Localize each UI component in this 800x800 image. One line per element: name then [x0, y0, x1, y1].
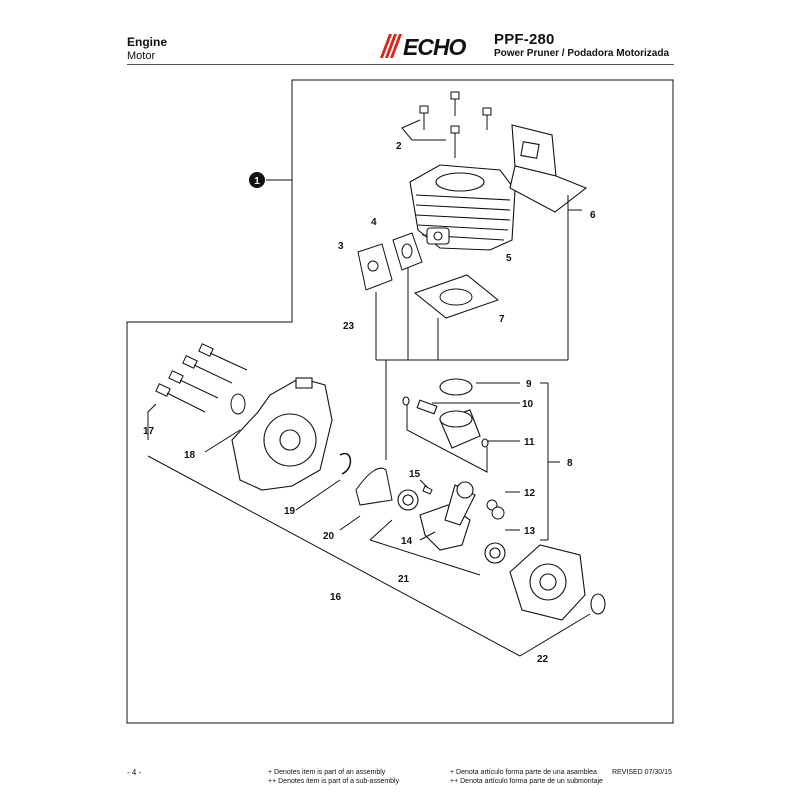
crankcase-left: [231, 377, 333, 491]
cylinder-gasket: [413, 274, 500, 319]
note-subassembly-es: ++ Denota artículo forma parte de un sub…: [450, 778, 603, 785]
cylinder-bolts: [419, 91, 492, 158]
leader-lines: [147, 195, 591, 657]
page-title: Engine: [127, 35, 168, 49]
crankcase-right: [509, 544, 606, 621]
callout-14: 14: [401, 536, 413, 547]
callout-11: 11: [524, 437, 535, 448]
callout-15: 15: [409, 469, 421, 480]
footnotes-english: + Denotes item is part of an assembly ++…: [268, 768, 399, 786]
note-assembly-es: + Denota artículo forma parte de una asa…: [450, 769, 597, 776]
page-number: - 4 -: [127, 768, 142, 777]
assembly-marker-label: 1: [254, 176, 260, 187]
callout-5: 5: [506, 253, 512, 264]
callout-20: 20: [323, 531, 335, 542]
callout-18: 18: [184, 450, 196, 461]
callout-2: 2: [396, 141, 402, 152]
model-number: PPF-280: [494, 31, 555, 48]
callout-19: 19: [284, 506, 296, 517]
assembly-outline: [126, 79, 674, 724]
callout-12: 12: [524, 488, 536, 499]
callout-4: 4: [371, 217, 377, 228]
callout-16: 16: [330, 592, 342, 603]
callout-6: 6: [590, 210, 596, 221]
callout-23: 23: [343, 321, 355, 332]
header-divider: [127, 64, 674, 65]
woodruff-key: [422, 485, 433, 495]
brand-wordmark: ECHO: [403, 34, 467, 59]
product-name: Power Pruner / Podadora Motorizada: [494, 48, 670, 59]
model-block: PPF-280 Power Pruner / Podadora Motoriza…: [494, 31, 669, 59]
note-subassembly-en: ++ Denotes item is part of a sub-assembl…: [268, 778, 400, 785]
assembly-marker: 1: [249, 172, 265, 188]
callout-22: 22: [537, 654, 549, 665]
callout-3: 3: [338, 241, 344, 252]
circlip: [339, 452, 352, 475]
callout-7: 7: [499, 314, 505, 325]
echo-logo: ECHO: [380, 34, 468, 59]
callout-17: 17: [143, 426, 155, 437]
callout-10: 10: [522, 399, 534, 410]
page-header-left: Engine Motor: [127, 35, 167, 62]
callout-13: 13: [524, 526, 536, 537]
revision-date: REVISED 07/30/15: [612, 769, 672, 776]
callout-21: 21: [398, 574, 410, 585]
crankcase-bolts: [155, 343, 248, 413]
intake-gasket: [392, 232, 423, 271]
callout-9: 9: [526, 379, 532, 390]
crankcase-gasket: [355, 467, 393, 506]
piston-assembly: [402, 378, 489, 449]
oil-seal-left: [230, 393, 246, 415]
crankshaft: [397, 481, 506, 564]
callout-8: 8: [567, 458, 573, 469]
bearings: [486, 499, 505, 520]
heat-shield: [509, 124, 588, 213]
cylinder: [409, 164, 516, 251]
page-subtitle: Motor: [127, 50, 156, 62]
callout-labels: 2 3 4 5 6 7 8 9 10 11 12 13 14 15 16 17 …: [143, 141, 596, 665]
insulator-gasket: [357, 243, 393, 291]
note-assembly-en: + Denotes item is part of an assembly: [268, 769, 386, 776]
footnotes-spanish: + Denota artículo forma parte de una asa…: [450, 768, 603, 786]
